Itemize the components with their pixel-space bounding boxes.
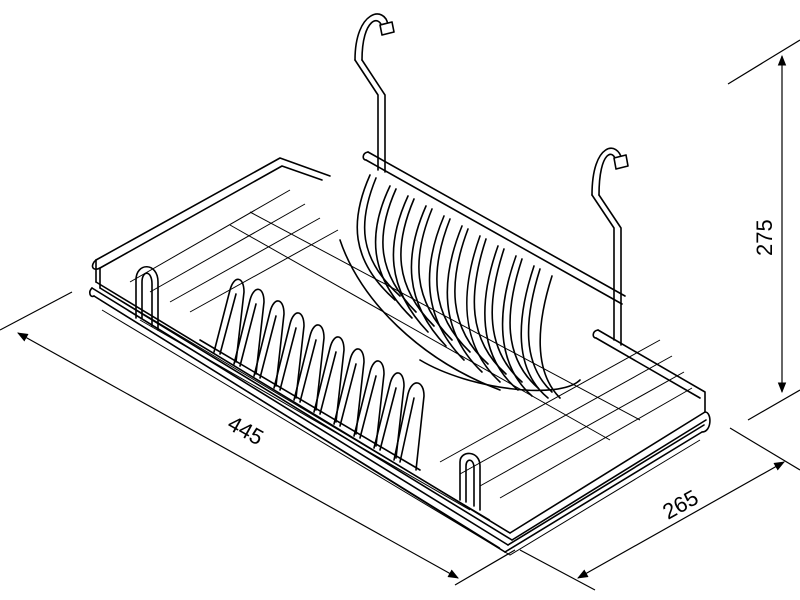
dimension-length	[0, 291, 516, 586]
left-hook	[354, 13, 395, 173]
right-end-loop	[459, 452, 481, 511]
back-rail	[362, 151, 626, 305]
left-end-loop	[135, 265, 159, 331]
dimension-depth	[519, 427, 800, 591]
length-label: 445	[224, 411, 268, 451]
base-grid	[119, 189, 693, 521]
dimension-height	[727, 39, 800, 421]
right-hook	[591, 147, 629, 346]
depth-label: 265	[658, 485, 702, 525]
back-plate-tines	[339, 174, 581, 399]
height-label: 275	[752, 219, 777, 256]
